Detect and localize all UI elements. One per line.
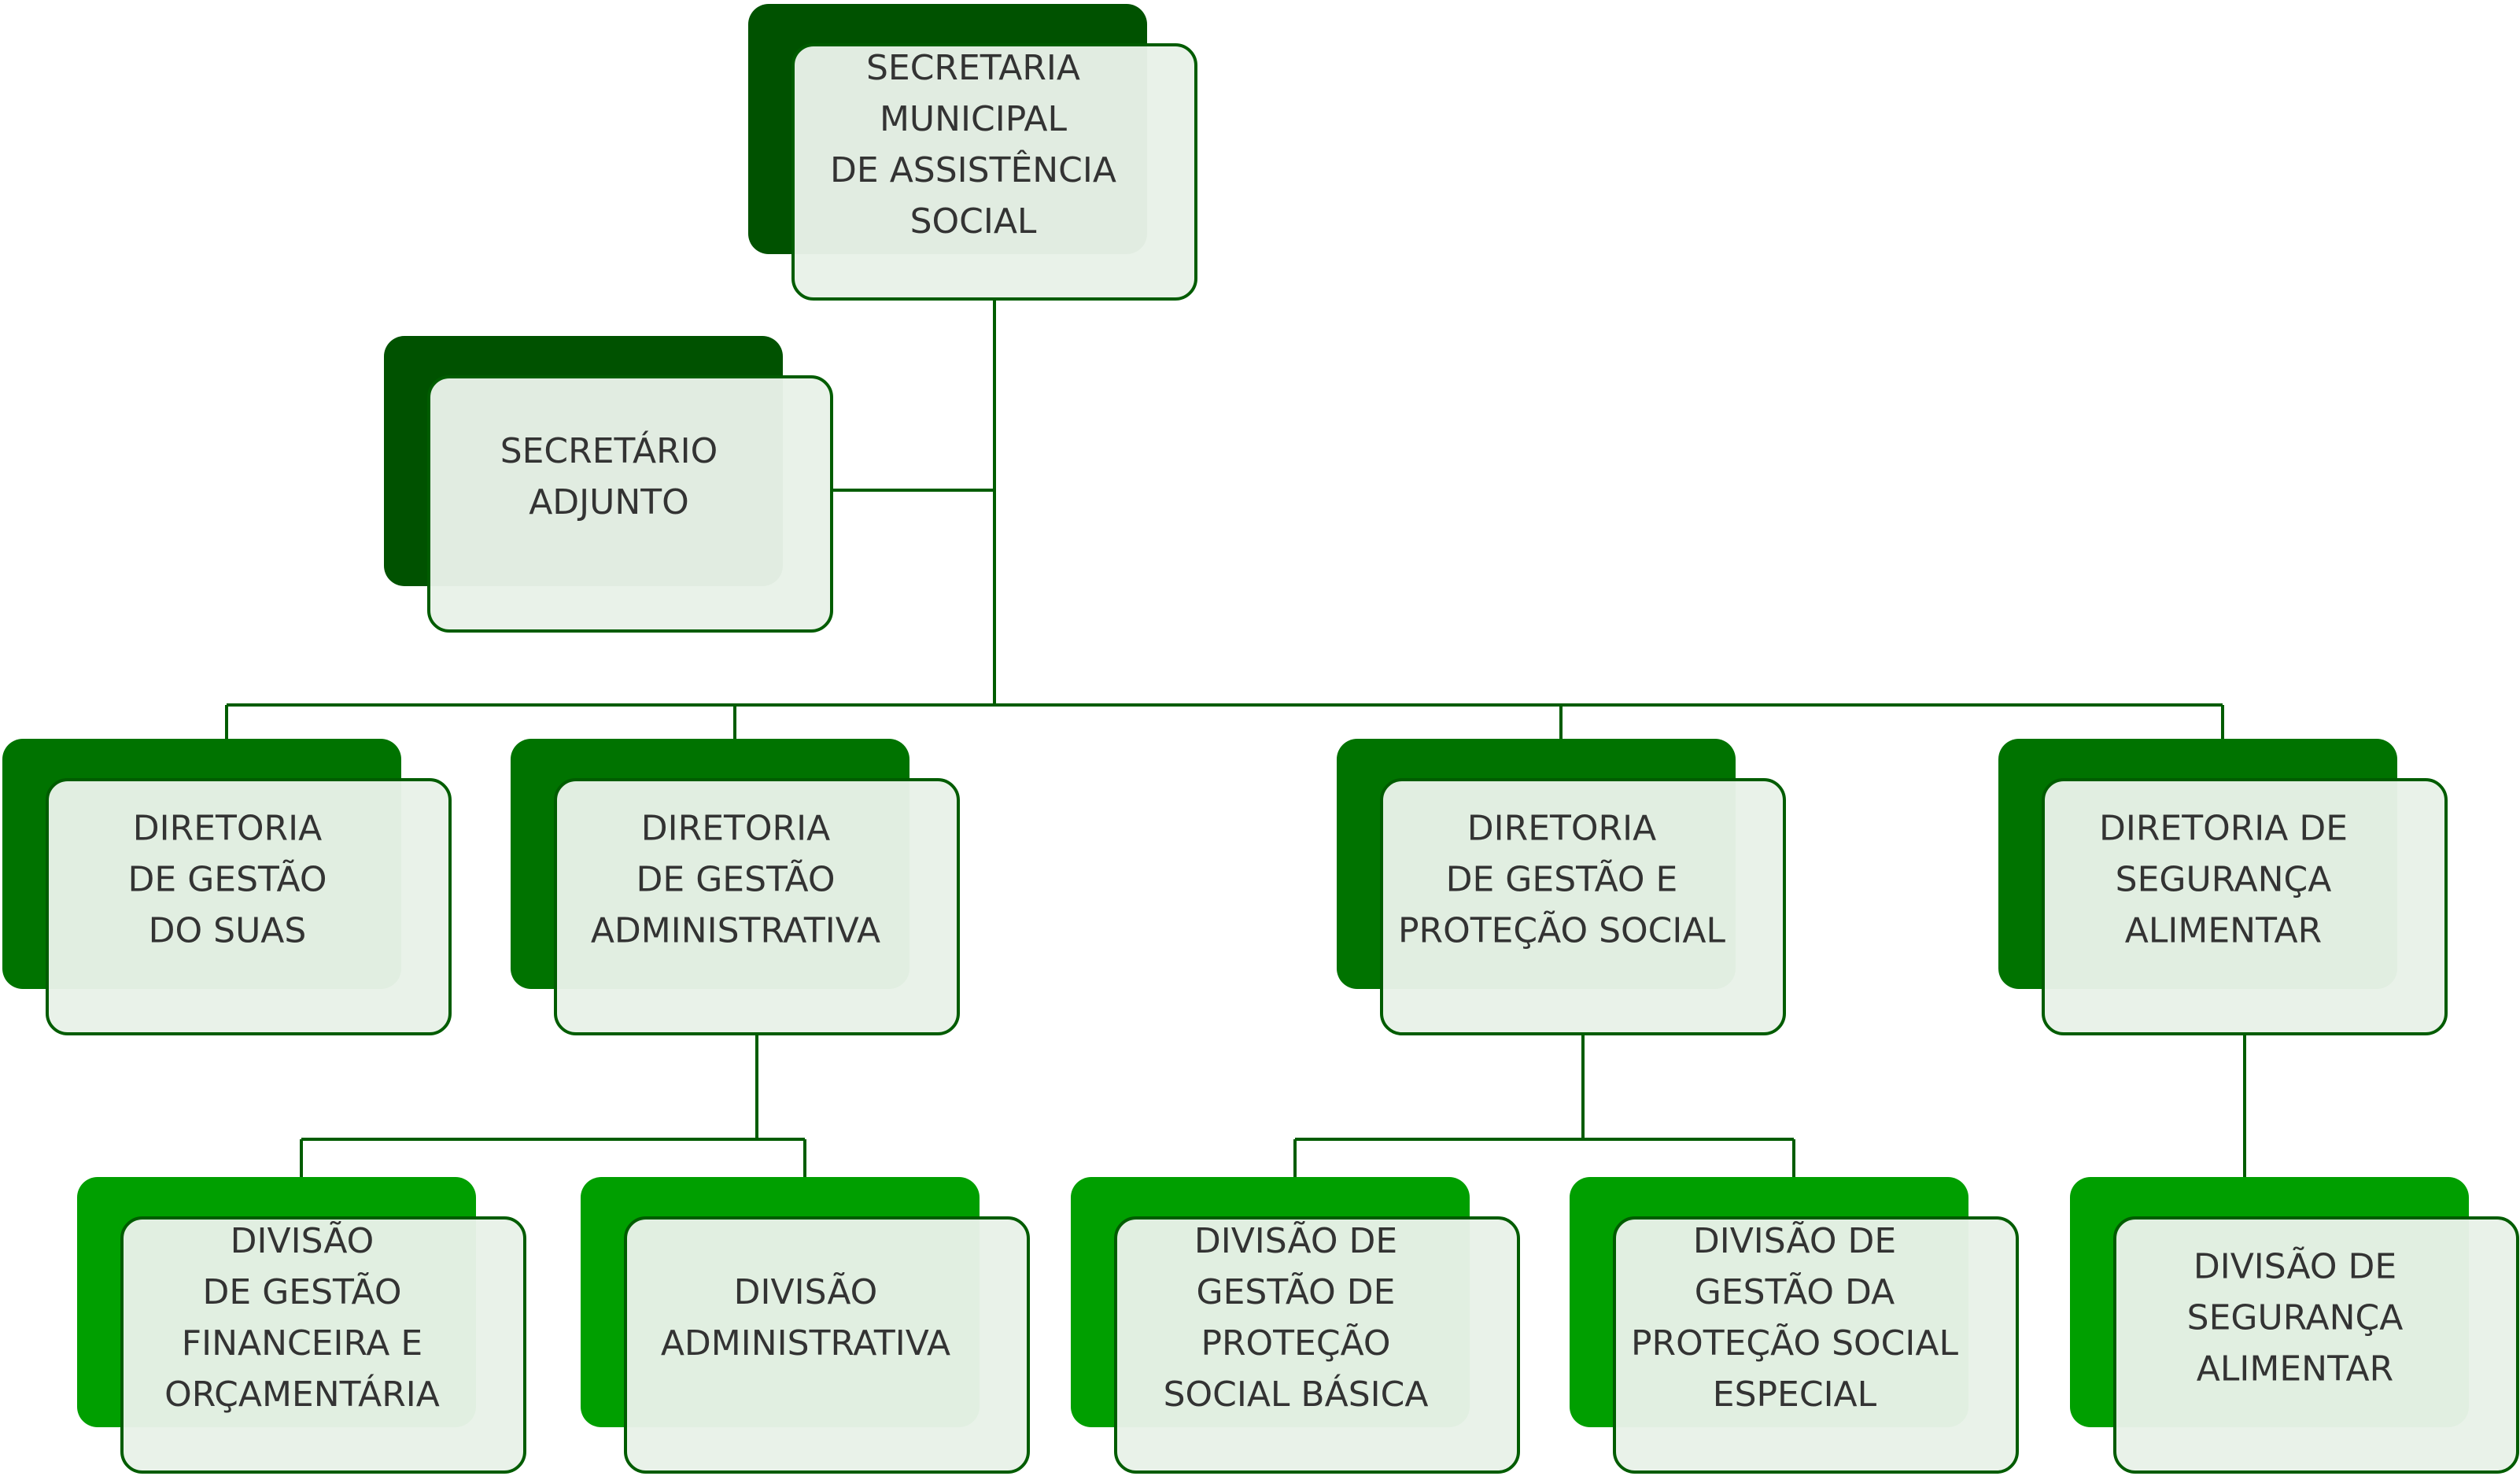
node-label-line: PROTEÇÃO SOCIAL — [1398, 910, 1725, 951]
node-card — [2113, 1216, 2519, 1474]
node-label-line: PROTEÇÃO SOCIAL — [1631, 1323, 1958, 1363]
node-label-line: SEGURANÇA — [2187, 1298, 2404, 1338]
node-divisao-gestao-financeira: DIVISÃO DE GESTÃO FINANCEIRA E ORÇAMENTÁRIA — [77, 1177, 526, 1474]
node-label-line: DE ASSISTÊNCIA — [830, 149, 1116, 190]
node-diretoria-gestao-protecao-social: DIRETORIA DE GESTÃO E PROTEÇÃO SOCIAL — [1337, 739, 1786, 1035]
node-label-line: DIVISÃO DE — [1194, 1220, 1397, 1261]
node-label-line: SOCIAL — [910, 201, 1037, 242]
node-label-line: DIVISÃO — [734, 1271, 878, 1312]
node-card — [791, 43, 1197, 301]
node-label-line: DIRETORIA — [133, 809, 322, 849]
node-label-line: DIRETORIA DE — [2099, 809, 2348, 849]
node-card — [1380, 778, 1786, 1035]
node-label-line: ESPECIAL — [1713, 1375, 1877, 1415]
node-label-line: DE GESTÃO — [203, 1271, 402, 1312]
node-label-line: ADMINISTRATIVA — [661, 1323, 950, 1363]
node-label-line: DIRETORIA — [641, 809, 830, 849]
node-label-line: PROTEÇÃO — [1201, 1323, 1390, 1363]
node-label-line: DO SUAS — [149, 911, 307, 951]
node-label-line: SOCIAL BÁSICA — [1164, 1373, 1429, 1415]
node-card — [46, 778, 452, 1035]
node-card — [1613, 1216, 2019, 1474]
node-diretoria-gestao-suas: DIRETORIA DE GESTÃO DO SUAS — [2, 739, 452, 1035]
connector-lines — [225, 299, 2246, 1177]
node-diretoria-gestao-administrativa: DIRETORIA DE GESTÃO ADMINISTRATIVA — [511, 739, 960, 1035]
node-secretaria: SECRETARIA MUNICIPAL DE ASSISTÊNCIA SOCIAL — [748, 4, 1197, 301]
node-label-line: ADJUNTO — [529, 482, 689, 522]
node-label-line: ALIMENTAR — [2125, 911, 2322, 951]
node-card — [1114, 1216, 1520, 1474]
node-secretario-adjunto: SECRETÁRIO ADJUNTO — [384, 336, 833, 633]
node-label-line: SECRETARIA — [866, 48, 1080, 88]
node-divisao-administrativa: DIVISÃO ADMINISTRATIVA — [581, 1177, 1030, 1474]
node-label-line: DIRETORIA — [1467, 809, 1656, 849]
node-card — [120, 1216, 526, 1474]
node-card — [624, 1216, 1030, 1474]
node-label-line: ALIMENTAR — [2197, 1349, 2393, 1389]
node-label-line: SEGURANÇA — [2116, 860, 2332, 900]
node-label-line: DIVISÃO DE — [1693, 1220, 1896, 1261]
node-label-line: DIVISÃO — [231, 1220, 374, 1261]
node-diretoria-seguranca-alimentar: DIRETORIA DE SEGURANÇA ALIMENTAR — [1998, 739, 2448, 1035]
node-divisao-seguranca-alimentar: DIVISÃO DE SEGURANÇA ALIMENTAR — [2070, 1177, 2519, 1474]
node-label-line: SECRETÁRIO — [500, 430, 718, 471]
node-label-line: ORÇAMENTÁRIA — [164, 1373, 440, 1415]
node-label-line: DIVISÃO DE — [2193, 1246, 2396, 1287]
node-card — [2042, 778, 2448, 1035]
node-label-line: GESTÃO DA — [1695, 1271, 1895, 1312]
node-card — [554, 778, 960, 1035]
node-divisao-protecao-social-basica: DIVISÃO DE GESTÃO DE PROTEÇÃO SOCIAL BÁSICA — [1071, 1177, 1520, 1474]
node-label-line: DE GESTÃO E — [1446, 859, 1678, 900]
node-card — [427, 375, 833, 633]
node-label-line: FINANCEIRA E — [182, 1323, 422, 1363]
node-divisao-protecao-social-especial: DIVISÃO DE GESTÃO DA PROTEÇÃO SOCIAL ESPECI… — [1570, 1177, 2019, 1474]
node-label-line: DE GESTÃO — [128, 859, 327, 900]
node-label-line: MUNICIPAL — [880, 99, 1068, 139]
node-label-line: DE GESTÃO — [636, 859, 836, 900]
node-label-line: GESTÃO DE — [1197, 1271, 1396, 1312]
node-label-line: ADMINISTRATIVA — [591, 911, 880, 951]
